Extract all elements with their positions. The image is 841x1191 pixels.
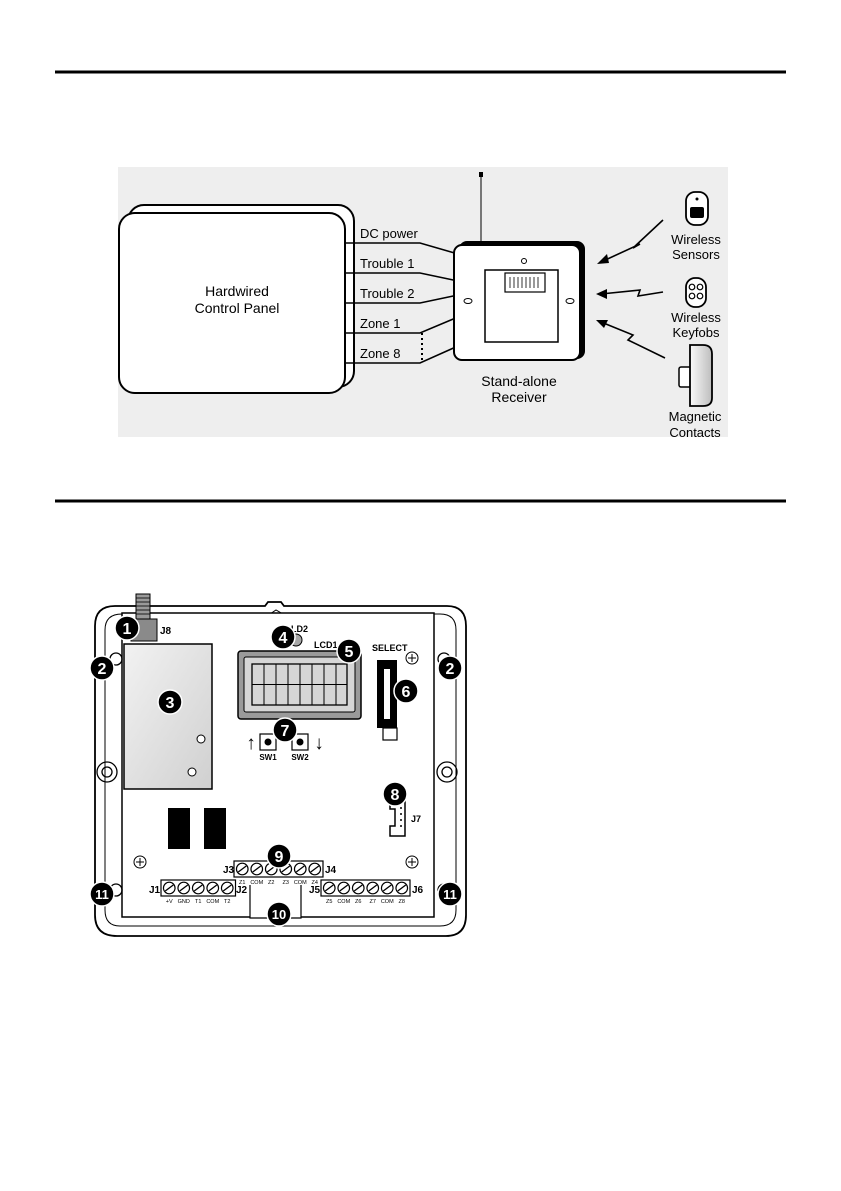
svg-text:2: 2 xyxy=(98,661,107,678)
board-diagram: J8 LD2 LCD1 SELECT xyxy=(90,594,466,936)
screw-terminal[interactable] xyxy=(221,882,233,894)
label-sw1: SW1 xyxy=(259,753,277,762)
terminal-block-j1-j2: +V GND T1 COM T2 xyxy=(161,880,236,905)
label-j6: J6 xyxy=(412,885,424,896)
screw-terminal[interactable] xyxy=(294,863,306,875)
wireless-sensor-icon xyxy=(686,192,708,225)
contacts-label-line2: Contacts xyxy=(669,425,721,440)
callout-4: 4 xyxy=(271,625,295,649)
keyfobs-label-line1: Wireless xyxy=(671,310,721,325)
wire-label-dc-power: DC power xyxy=(360,226,418,241)
terminal-label: Z7 xyxy=(370,899,376,905)
svg-text:4: 4 xyxy=(279,630,288,647)
screw-terminal[interactable] xyxy=(163,882,175,894)
receiver-label-line2: Receiver xyxy=(491,389,547,405)
label-j8: J8 xyxy=(160,626,172,637)
label-sw2: SW2 xyxy=(291,753,309,762)
terminal-label: T2 xyxy=(224,899,230,905)
screw-terminal[interactable] xyxy=(338,882,350,894)
screw-terminal[interactable] xyxy=(309,863,321,875)
svg-text:7: 7 xyxy=(281,723,290,740)
svg-text:9: 9 xyxy=(275,849,284,866)
screw-terminal[interactable] xyxy=(381,882,393,894)
terminal-label: T1 xyxy=(195,899,201,905)
callout-1: 1 xyxy=(115,616,139,640)
sensors-label-line1: Wireless xyxy=(671,232,721,247)
terminal-label: GND xyxy=(178,899,190,905)
control-panel-box: Hardwired Control Panel xyxy=(119,205,354,393)
svg-text:6: 6 xyxy=(402,684,411,701)
label-j1: J1 xyxy=(149,885,161,896)
terminal-label: Z6 xyxy=(355,899,361,905)
screw-terminal[interactable] xyxy=(323,882,335,894)
label-lcd1: LCD1 xyxy=(314,640,338,650)
control-panel-label-line2: Control Panel xyxy=(195,300,280,316)
screw-terminal[interactable] xyxy=(251,863,263,875)
callout-6: 6 xyxy=(394,679,418,703)
arrow-up-icon: ↑ xyxy=(246,733,256,754)
label-j4: J4 xyxy=(325,865,337,876)
screw-terminal[interactable] xyxy=(396,882,408,894)
contacts-label-line1: Magnetic xyxy=(669,409,722,424)
screw-terminal[interactable] xyxy=(178,882,190,894)
wire-label-trouble-1: Trouble 1 xyxy=(360,256,414,271)
sensors-label-line2: Sensors xyxy=(672,247,720,262)
callout-11: 11 xyxy=(438,882,462,906)
terminal-label: Z8 xyxy=(399,899,405,905)
svg-text:5: 5 xyxy=(345,644,354,661)
callout-8: 8 xyxy=(383,782,407,806)
screw-terminal[interactable] xyxy=(236,863,248,875)
callout-2: 2 xyxy=(90,656,114,680)
screw-terminal[interactable] xyxy=(192,882,204,894)
svg-text:11: 11 xyxy=(443,887,457,902)
wire-label-zone-1: Zone 1 xyxy=(360,316,400,331)
svg-text:10: 10 xyxy=(272,907,286,922)
wiring-diagram: Hardwired Control Panel DC power Trouble… xyxy=(118,167,728,440)
label-j7: J7 xyxy=(411,814,421,824)
wire-label-trouble-2: Trouble 2 xyxy=(360,286,414,301)
screw-terminal[interactable] xyxy=(352,882,364,894)
label-j2: J2 xyxy=(236,885,248,896)
relay-right xyxy=(204,808,226,849)
screw-terminal[interactable] xyxy=(207,882,219,894)
svg-text:1: 1 xyxy=(123,621,132,638)
terminal-label: +V xyxy=(166,899,173,905)
callout-2: 2 xyxy=(438,656,462,680)
keyfobs-label-line2: Keyfobs xyxy=(673,325,720,340)
button-sw1[interactable] xyxy=(260,734,276,750)
relay-left xyxy=(168,808,190,849)
terminal-label: COM xyxy=(337,899,350,905)
callout-9: 9 xyxy=(267,844,291,868)
callout-11: 11 xyxy=(90,882,114,906)
wire-label-zone-8: Zone 8 xyxy=(360,346,400,361)
radio-module xyxy=(124,644,212,789)
callout-7: 7 xyxy=(273,718,297,742)
terminal-label: COM xyxy=(206,899,219,905)
label-select: SELECT xyxy=(372,643,408,653)
svg-text:2: 2 xyxy=(446,661,455,678)
screw-terminal[interactable] xyxy=(367,882,379,894)
svg-text:8: 8 xyxy=(391,787,400,804)
callout-10: 10 xyxy=(267,902,291,926)
svg-text:3: 3 xyxy=(166,695,175,712)
terminal-label: COM xyxy=(381,899,394,905)
callout-3: 3 xyxy=(158,690,182,714)
arrow-down-icon: ↓ xyxy=(314,733,324,754)
label-j3: J3 xyxy=(223,865,235,876)
svg-text:11: 11 xyxy=(95,887,109,902)
select-switch[interactable] xyxy=(377,660,397,740)
callout-5: 5 xyxy=(337,639,361,663)
control-panel-label-line1: Hardwired xyxy=(205,283,269,299)
label-j5: J5 xyxy=(309,885,321,896)
terminal-label: Z5 xyxy=(326,899,332,905)
receiver-label-line1: Stand-alone xyxy=(481,373,557,389)
wireless-keyfob-icon xyxy=(686,278,706,307)
